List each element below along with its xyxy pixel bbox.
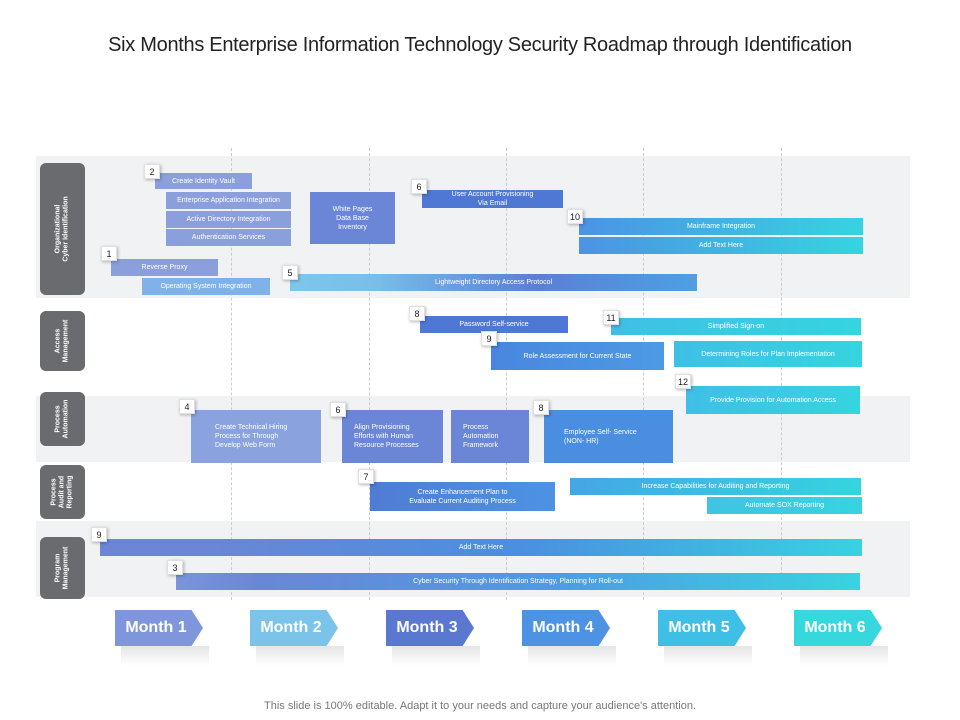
task-number-badge: 12	[675, 374, 691, 389]
row-label-text: Program Management	[54, 546, 70, 590]
task-number-badge: 3	[167, 560, 183, 575]
row-label-organizational: Organizational Cyber Identification	[40, 163, 85, 295]
month-2-arrow: Month 2	[250, 610, 338, 646]
bar-employee-self-service: Employee Self- Service (NON- HR)	[544, 410, 673, 463]
bar-simplified-sign-on: Simplified Sign-on	[611, 318, 861, 335]
bar-add-text-here: Add Text Here	[579, 237, 863, 254]
bar-provide-provision: Provide Provision for Automation Access	[686, 386, 860, 414]
row-label-text: Access Management	[54, 319, 70, 363]
bar-create-identity-vault: Create Identity Vault	[155, 173, 252, 189]
bar-create-technical-hiring: Create Technical Hiring Process for Thro…	[191, 410, 321, 463]
month-shadow	[256, 646, 344, 666]
month-shadow	[800, 646, 888, 666]
bar-white-pages: White Pages Data Base Inventory	[310, 192, 395, 244]
bar-add-text-here-program: Add Text Here	[100, 539, 862, 556]
task-number-badge: 2	[144, 164, 160, 179]
footer-note: This slide is 100% editable. Adapt it to…	[264, 700, 696, 712]
task-number-badge: 11	[603, 310, 619, 325]
task-number-badge: 6	[411, 179, 427, 194]
bar-process-automation-framework: Process Automation Framework	[451, 410, 529, 463]
bar-lightweight-directory-access-protocol: Lightweight Directory Access Protocol	[290, 274, 697, 291]
month-6-arrow: Month 6	[794, 610, 882, 646]
month-gridline	[369, 148, 370, 600]
bar-create-enhancement-plan: Create Enhancement Plan to Evaluate Curr…	[370, 482, 555, 511]
month-1-arrow: Month 1	[115, 610, 203, 646]
row-label-text: Process Automation	[54, 399, 70, 439]
row-label-process-automation: Process Automation	[40, 392, 85, 446]
month-shadow	[121, 646, 209, 666]
task-number-badge: 8	[533, 400, 549, 415]
bar-operating-system-integration: Operating System Integration	[142, 278, 270, 295]
row-label-text: Process Audit and Reporting	[50, 475, 74, 509]
month-3-arrow: Month 3	[386, 610, 474, 646]
bar-active-directory-integration: Active Directory Integration	[166, 211, 291, 228]
row-label-audit: Process Audit and Reporting	[40, 465, 85, 519]
month-gridline	[506, 148, 507, 600]
bar-authentication-services: Authentication Services	[166, 229, 291, 246]
task-number-badge: 6	[330, 402, 346, 417]
task-number-badge: 4	[179, 399, 195, 414]
bar-align-provisioning: Align Provisioning Efforts with Human Re…	[342, 410, 443, 463]
month-shadow	[664, 646, 752, 666]
month-shadow	[392, 646, 480, 666]
row-label-text: Organizational Cyber Identification	[54, 196, 70, 262]
bar-role-assessment: Role Assessment for Current State	[491, 342, 664, 370]
month-5-arrow: Month 5	[658, 610, 746, 646]
month-gridline	[643, 148, 644, 600]
task-number-badge: 9	[91, 527, 107, 542]
row-label-access: Access Management	[40, 311, 85, 371]
page-title: Six Months Enterprise Information Techno…	[108, 34, 852, 56]
month-gridline	[231, 148, 232, 600]
bar-password-self-service: Password Self-service	[420, 316, 568, 333]
task-number-badge: 5	[282, 265, 298, 280]
bar-user-account-provisioning: User Account Provisioning Via Email	[422, 190, 563, 208]
month-gridline	[781, 148, 782, 600]
task-number-badge: 1	[101, 246, 117, 261]
bar-cyber-security-strategy: Cyber Security Through Identification St…	[176, 573, 860, 590]
bar-increase-capabilities: Increase Capabilities for Auditing and R…	[570, 478, 861, 495]
task-number-badge: 7	[358, 469, 374, 484]
month-4-arrow: Month 4	[522, 610, 610, 646]
month-shadow	[528, 646, 616, 666]
task-number-badge: 8	[409, 306, 425, 321]
row-label-program: Program Management	[40, 537, 85, 599]
bar-mainframe-integration: Mainframe Integration	[579, 218, 863, 235]
bar-reverse-proxy: Reverse Proxy	[111, 259, 218, 276]
bar-automate-sox-reporting: Automate SOX Reporting	[707, 497, 862, 514]
bar-determining-roles: Determining Roles for Plan Implementatio…	[674, 341, 862, 367]
bar-enterprise-application-integration: Enterprise Application Integration	[166, 192, 291, 209]
task-number-badge: 10	[567, 209, 583, 224]
task-number-badge: 9	[481, 331, 497, 346]
